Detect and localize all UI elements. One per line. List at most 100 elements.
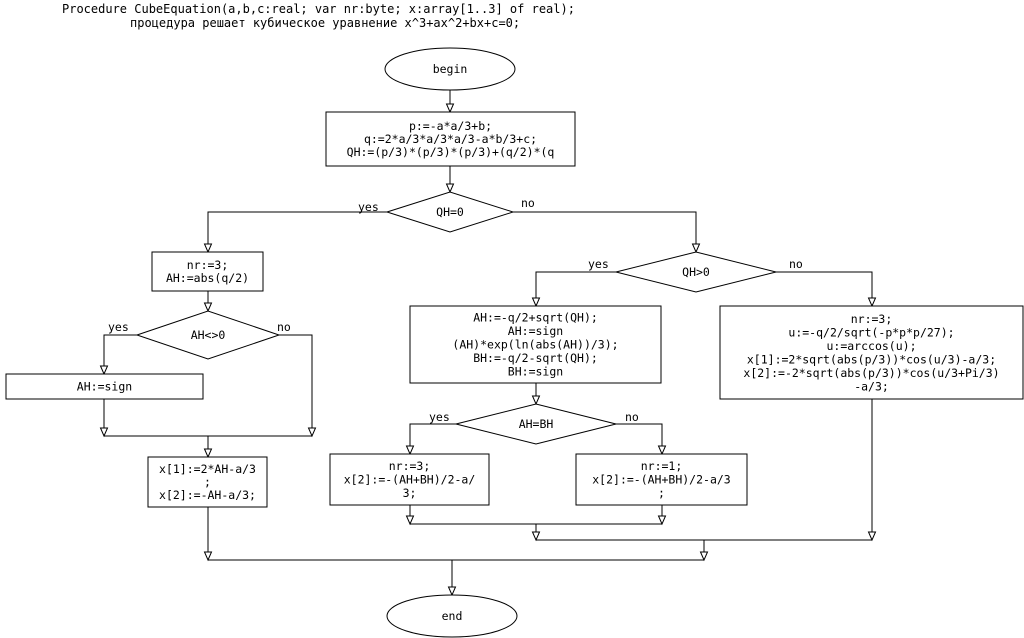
edge-nr3-ahne0 <box>203 291 213 313</box>
decision-ah-not-zero: AH<>0 <box>135 310 281 360</box>
init-process-box: p:=-a*a/3+b;q:=2*a/3*a/3*a/3-a*b/3+c;QH:… <box>325 111 576 167</box>
edge-nr3b-down <box>405 505 415 526</box>
arrowhead <box>691 243 701 254</box>
arrowhead <box>99 427 109 438</box>
node-text-line: p:=-a*a/3+b; <box>409 119 492 133</box>
node-text-line: nr:=1; <box>641 459 683 473</box>
arrowhead <box>531 531 541 542</box>
node-text-line: q:=2*a/3*a/3*a/3-a*b/3+c; <box>364 132 537 146</box>
node-text-line: end <box>442 609 463 623</box>
edge-label-ahne0-no: no <box>277 320 291 334</box>
node-text-line: QH=0 <box>436 205 464 219</box>
edge-nr1-down <box>657 505 667 526</box>
process-ah-bh: AH:=-q/2+sqrt(QH);AH:=sign(AH)*exp(ln(ab… <box>409 305 662 384</box>
arrowhead <box>203 551 213 562</box>
process-ah-sign: AH:=sign <box>5 373 204 400</box>
edge-ahbh-no <box>616 423 667 456</box>
edge-label-ahbh-yes: yes <box>429 410 450 424</box>
edge-label-qhgt0-yes: yes <box>588 257 609 271</box>
arrowhead <box>445 103 455 114</box>
arrowhead <box>405 445 415 456</box>
arrowhead <box>405 515 415 526</box>
edge-label-qh0-no: no <box>521 196 535 210</box>
edge-xeq-down <box>203 507 213 562</box>
node-text-line: AH:=sign <box>508 324 563 338</box>
edge-join-xeq <box>203 436 213 459</box>
arrowhead <box>447 586 457 597</box>
node-text-line: (AH)*exp(ln(abs(AH))/3); <box>452 338 618 352</box>
node-text-line: BH:=-q/2-sqrt(QH); <box>473 351 598 365</box>
decision-qh-equals-zero: QH=0 <box>385 191 515 233</box>
edge-begin-init <box>445 90 455 114</box>
edge-join-right-down <box>699 540 709 562</box>
edge-label-qh0-yes: yes <box>358 200 379 214</box>
arrowhead <box>699 551 709 562</box>
node-text-line: 3; <box>403 486 417 500</box>
procedure-signature: Procedure CubeEquation(a,b,c:real; var n… <box>62 2 575 16</box>
arrowhead <box>203 448 213 459</box>
edge-trig-down <box>867 399 877 542</box>
edge-qh0-no <box>513 211 701 254</box>
node-text-line: AH<>0 <box>191 328 226 342</box>
node-text-line: ; <box>658 486 665 500</box>
node-text-line: -a/3; <box>854 379 889 393</box>
edge-join-end <box>447 560 457 597</box>
edge-qhgt0-no <box>776 271 877 308</box>
end-terminal: end <box>386 594 518 638</box>
arrowhead <box>657 445 667 456</box>
arrowhead <box>203 243 213 254</box>
arrowhead <box>867 531 877 542</box>
node-text-line: AH:=-q/2+sqrt(QH); <box>473 311 598 325</box>
edge-ahbh-dahbh <box>531 383 541 406</box>
edge-qh0-yes <box>203 211 387 254</box>
process-trig-roots: nr:=3;u:=-q/2/sqrt(-p*p*p/27);u:=arccos(… <box>719 305 1024 400</box>
node-text-line: begin <box>433 62 468 76</box>
node-text-line: x[2]:=-2*sqrt(abs(p/3))*cos(u/3+Pi/3) <box>743 366 999 380</box>
edge-ahsign-down <box>99 399 109 438</box>
node-text-line: BH:=sign <box>508 365 563 379</box>
node-text-line: x[1]:=2*AH-a/3 <box>159 462 256 476</box>
node-text-line: x[2]:=-(AH+BH)/2-a/ <box>344 473 476 487</box>
arrowhead <box>99 365 109 376</box>
edge-ahne0-yes <box>99 334 137 376</box>
node-text-line: QH>0 <box>682 265 710 279</box>
node-text-line: x[2]:=-(AH+BH)/2-a/3 <box>592 473 731 487</box>
arrowhead <box>307 427 317 438</box>
begin-terminal: begin <box>384 47 516 91</box>
node-text-line: x[2]:=-AH-a/3; <box>159 488 256 502</box>
decision-ah-equals-bh: AH=BH <box>455 403 617 445</box>
process-nr3-abs: nr:=3;AH:=abs(q/2) <box>151 251 264 292</box>
procedure-description: процедура решает кубическое уравнение x^… <box>130 16 520 30</box>
node-text-line: AH:=abs(q/2) <box>166 271 249 285</box>
arrowhead <box>445 183 455 194</box>
node-text-line: x[1]:=2*sqrt(abs(p/3))*cos(u/3)-a/3; <box>747 352 996 366</box>
edge-ahbh-yes <box>405 423 456 456</box>
edge-label-qhgt0-no: no <box>789 257 803 271</box>
edge-ahne0-no <box>279 334 317 438</box>
node-text-line: u:=arccos(u); <box>826 339 916 353</box>
arrowhead <box>203 302 213 313</box>
node-text-line: AH=BH <box>519 417 554 431</box>
node-text-line: nr:=3; <box>851 312 893 326</box>
edge-label-ahbh-no: no <box>625 410 639 424</box>
arrowhead <box>531 297 541 308</box>
node-text-line: nr:=3; <box>389 459 431 473</box>
node-text-line: AH:=sign <box>77 380 132 394</box>
flow-edges <box>99 90 877 597</box>
flow-nodes: begin p:=-a*a/3+b;q:=2*a/3*a/3*a/3-a*b/3+… <box>5 47 1024 638</box>
arrowhead <box>867 297 877 308</box>
node-text-line: ; <box>204 475 211 489</box>
arrowhead <box>531 395 541 406</box>
edge-qhgt0-yes <box>531 271 616 308</box>
arrowhead <box>657 515 667 526</box>
process-nr3-x2: nr:=3;x[2]:=-(AH+BH)/2-a/3; <box>329 453 490 506</box>
process-nr1-x2: nr:=1;x[2]:=-(AH+BH)/2-a/3; <box>575 453 748 506</box>
node-text-line: nr:=3; <box>187 258 229 272</box>
node-text-line: u:=-q/2/sqrt(-p*p*p/27); <box>788 325 954 339</box>
edge-label-ahne0-yes: yes <box>108 320 129 334</box>
edge-init-qh0 <box>445 166 455 194</box>
node-text-line: QH:=(p/3)*(p/3)*(p/3)+(q/2)*(q <box>347 145 555 159</box>
process-x-assign-left: x[1]:=2*AH-a/3;x[2]:=-AH-a/3; <box>147 456 268 508</box>
